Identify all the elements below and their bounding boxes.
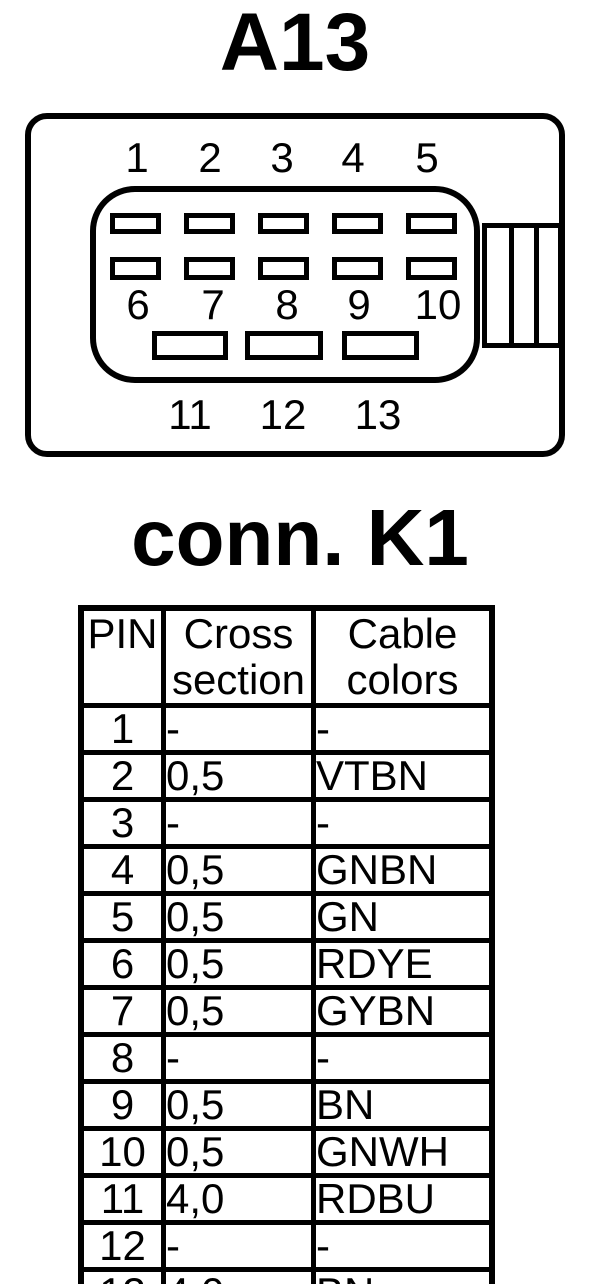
pin-number-9: 9	[347, 281, 371, 328]
cable-color-cell: BN	[311, 1267, 495, 1284]
pinout-table: PIN Cross section Cable colors 1 - - 2 0…	[78, 605, 495, 1284]
cable-color-cell: -	[311, 797, 495, 849]
table-row: 3 - -	[78, 797, 495, 849]
cable-color-cell: -	[311, 703, 495, 755]
pin-cavity-5	[406, 213, 457, 234]
pin-cavity-7	[184, 257, 235, 280]
table-header-row: PIN Cross section Cable colors	[78, 605, 495, 708]
cable-color-cell: BN	[311, 1079, 495, 1131]
connector-latch	[482, 223, 563, 348]
pin-cavity-8	[258, 257, 309, 280]
cross-section-cell: 4,0	[161, 1267, 316, 1284]
cross-section-cell: 0,5	[161, 844, 316, 896]
cable-color-cell: VTBN	[311, 750, 495, 802]
pin-number-3: 3	[270, 134, 294, 181]
pin-column-header: PIN	[78, 605, 166, 708]
pin-cell: 3	[78, 797, 166, 849]
pin-number-11: 11	[168, 391, 212, 438]
table-row: 13 4,0 BN	[78, 1267, 495, 1284]
pin-cell: 9	[78, 1079, 166, 1131]
pin-cavity-9	[332, 257, 383, 280]
pin-cavity-1	[110, 213, 161, 234]
cross-section-cell: 0,5	[161, 938, 316, 990]
table-row: 10 0,5 GNWH	[78, 1126, 495, 1178]
pin-cavity-2	[184, 213, 235, 234]
cable-colors-column-header: Cable colors	[311, 605, 495, 708]
pin-cell: 1	[78, 703, 166, 755]
pin-cell: 7	[78, 985, 166, 1037]
pin-number-2: 2	[198, 134, 222, 181]
connector-name: conn. K1	[131, 493, 469, 582]
cross-section-cell: 0,5	[161, 891, 316, 943]
figure-title: A13	[219, 0, 371, 88]
pin-number-1: 1	[125, 134, 149, 181]
table-row: 12 - -	[78, 1220, 495, 1272]
cross-section-cell: 0,5	[161, 985, 316, 1037]
table-row: 4 0,5 GNBN	[78, 844, 495, 896]
pin-number-6: 6	[126, 281, 150, 328]
pin-cell: 13	[78, 1267, 166, 1284]
cross-section-cell: 0,5	[161, 750, 316, 802]
pin-cell: 10	[78, 1126, 166, 1178]
pin-number-13: 13	[354, 391, 402, 438]
pin-cell: 5	[78, 891, 166, 943]
table-row: 1 - -	[78, 703, 495, 755]
cross-section-cell: 0,5	[161, 1079, 316, 1131]
pin-number-7: 7	[201, 281, 225, 328]
cable-color-cell: RDBU	[311, 1173, 495, 1225]
pin-cell: 12	[78, 1220, 166, 1272]
pin-cavity-11	[152, 331, 228, 360]
cross-section-cell: 0,5	[161, 1126, 316, 1178]
cross-section-cell: 4,0	[161, 1173, 316, 1225]
connector-inner-cavity	[90, 186, 480, 383]
latch-divider	[534, 228, 539, 343]
pin-cavity-12	[245, 331, 323, 360]
cross-section-cell: -	[161, 1032, 316, 1084]
cable-color-cell: -	[311, 1220, 495, 1272]
pin-number-12: 12	[259, 391, 307, 438]
pin-number-5: 5	[415, 134, 439, 181]
pin-cavity-4	[332, 213, 383, 234]
cable-color-cell: -	[311, 1032, 495, 1084]
table-row: 9 0,5 BN	[78, 1079, 495, 1131]
cross-section-cell: -	[161, 1220, 316, 1272]
table-row: 7 0,5 GYBN	[78, 985, 495, 1037]
cable-color-cell: GYBN	[311, 985, 495, 1037]
pin-cell: 8	[78, 1032, 166, 1084]
cable-color-cell: GNWH	[311, 1126, 495, 1178]
pin-number-8: 8	[275, 281, 299, 328]
pin-cell: 4	[78, 844, 166, 896]
cross-section-cell: -	[161, 797, 316, 849]
table-row: 11 4,0 RDBU	[78, 1173, 495, 1225]
cross-section-cell: -	[161, 703, 316, 755]
pin-cavity-6	[110, 257, 161, 280]
table-row: 8 - -	[78, 1032, 495, 1084]
cross-section-column-header: Cross section	[161, 605, 316, 708]
pin-cell: 2	[78, 750, 166, 802]
pin-cavity-13	[342, 331, 419, 360]
cable-color-cell: GNBN	[311, 844, 495, 896]
table-row: 5 0,5 GN	[78, 891, 495, 943]
cable-color-cell: GN	[311, 891, 495, 943]
pin-number-10: 10	[414, 281, 462, 328]
pin-cavity-10	[406, 257, 457, 280]
latch-divider	[509, 228, 514, 343]
cable-color-cell: RDYE	[311, 938, 495, 990]
table-row: 2 0,5 VTBN	[78, 750, 495, 802]
table-row: 6 0,5 RDYE	[78, 938, 495, 990]
pin-cell: 6	[78, 938, 166, 990]
pin-cell: 11	[78, 1173, 166, 1225]
pin-number-4: 4	[341, 134, 365, 181]
pin-cavity-3	[258, 213, 309, 234]
